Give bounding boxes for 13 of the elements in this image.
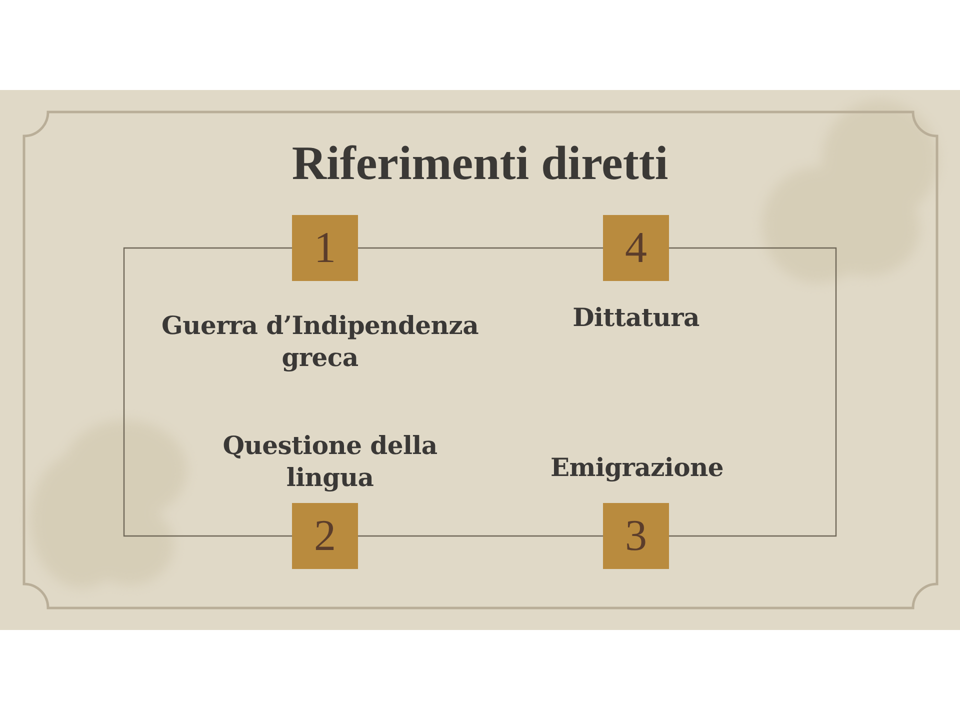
number-tile: 1	[292, 215, 358, 281]
number-tile: 3	[603, 503, 669, 569]
slide-title: Riferimenti diretti	[290, 136, 670, 192]
connector-line	[123, 247, 292, 537]
topic-caption: Guerra d’Indipendenza greca	[160, 310, 480, 374]
topic-caption: Questione della lingua	[222, 430, 438, 494]
connector-line	[358, 247, 603, 249]
topic-caption: Dittatura	[572, 302, 700, 334]
number-tile: 2	[292, 503, 358, 569]
connector-line	[669, 247, 837, 537]
connector-line	[358, 535, 603, 537]
number-tile: 4	[603, 215, 669, 281]
topic-caption: Emigrazione	[549, 452, 724, 484]
